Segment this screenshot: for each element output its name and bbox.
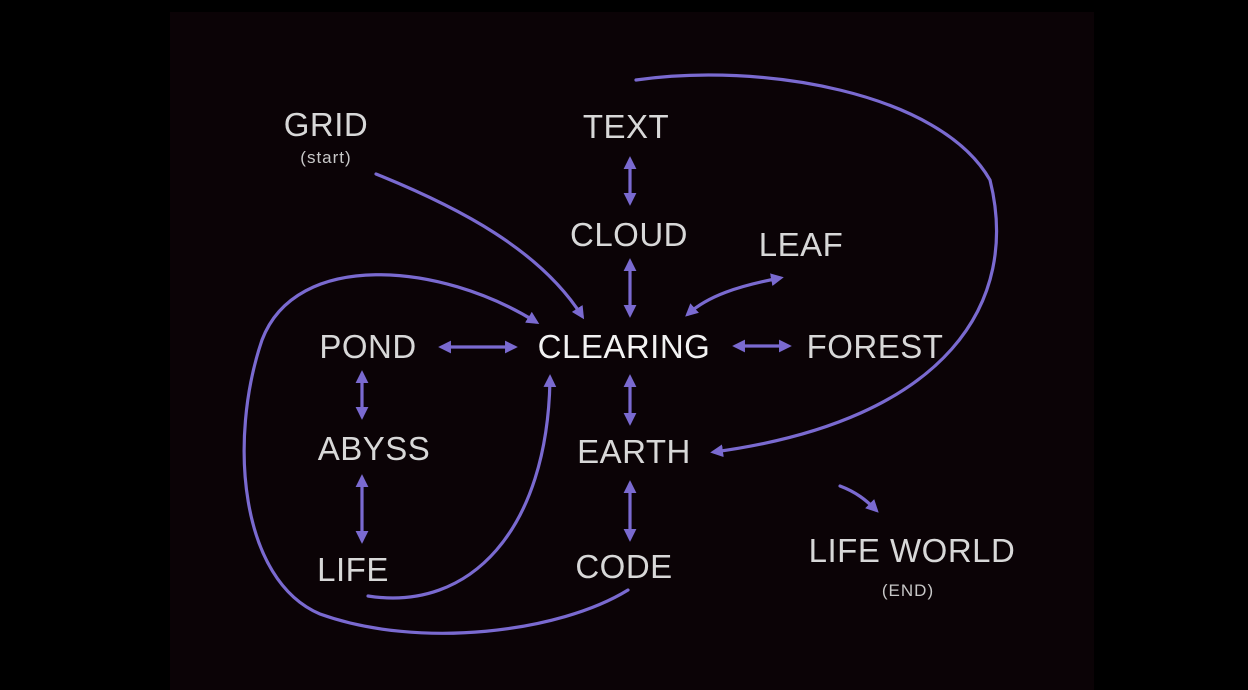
code-clearing-loop-arrow	[242, 273, 630, 635]
leaf-clearing-arrow	[685, 273, 784, 317]
node-life: LIFE	[317, 551, 389, 588]
node-text: TEXT	[583, 108, 669, 145]
life-clearing-arrow	[366, 374, 557, 600]
connectors	[242, 73, 999, 635]
node-clearing: CLEARING	[538, 328, 711, 365]
diagram-panel	[170, 12, 1094, 690]
grid-clearing-arrow	[374, 172, 585, 320]
node-pond: POND	[319, 328, 416, 365]
node-grid: GRID	[284, 106, 369, 143]
node-earth: EARTH	[577, 433, 691, 470]
text-earth-loop-arrow	[634, 73, 999, 458]
node-leaf: LEAF	[759, 226, 844, 263]
node-abyss: ABYSS	[318, 430, 431, 467]
to-life-world-arrow	[838, 484, 879, 513]
node-life-world-sub: (END)	[882, 581, 934, 600]
node-life-world: LIFE WORLD	[809, 532, 1016, 569]
node-cloud: CLOUD	[570, 216, 688, 253]
node-code: CODE	[575, 548, 672, 585]
node-grid-sub: (start)	[300, 148, 351, 167]
node-forest: FOREST	[807, 328, 944, 365]
node-labels: GRID (start) TEXT CLOUD LEAF POND CLEARI…	[284, 106, 1016, 600]
